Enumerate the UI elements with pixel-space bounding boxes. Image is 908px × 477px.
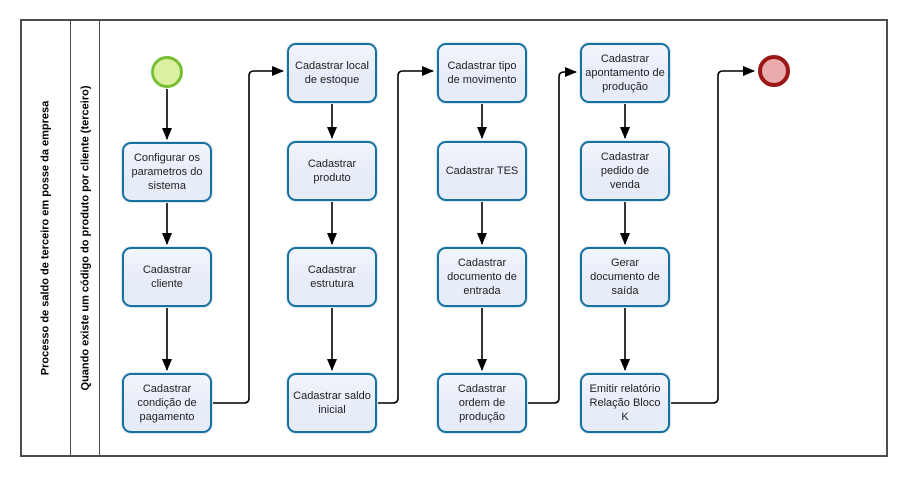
task-cadastrar-estrutura[interactable]: Cadastrar estrutura xyxy=(287,247,377,307)
task-cadastrar-documento-entrada[interactable]: Cadastrar documento de entrada xyxy=(437,247,527,307)
task-cadastrar-saldo-inicial[interactable]: Cadastrar saldo inicial xyxy=(287,373,377,433)
task-cadastrar-tipo-movimento[interactable]: Cadastrar tipo de movimento xyxy=(437,43,527,103)
pool-header: Processo de saldo de terceiro em posse d… xyxy=(20,19,71,457)
task-cadastrar-pedido-venda[interactable]: Cadastrar pedido de venda xyxy=(580,141,670,201)
task-label: Cadastrar saldo inicial xyxy=(293,390,371,416)
task-label: Cadastrar estrutura xyxy=(307,264,357,290)
lane-header: Quando existe um código do produto por c… xyxy=(71,19,100,457)
start-event[interactable] xyxy=(151,56,183,88)
lane-label: Quando existe um código do produto por c… xyxy=(79,85,91,391)
task-label: Cadastrar apontamento de produção xyxy=(585,53,665,93)
task-cadastrar-cliente[interactable]: Cadastrar cliente xyxy=(122,247,212,307)
task-label: Gerar documento de saída xyxy=(590,257,660,297)
task-label: Cadastrar cliente xyxy=(142,264,192,290)
task-label: Cadastrar TES xyxy=(445,165,519,177)
task-label: Cadastrar ordem de produção xyxy=(457,383,507,423)
task-label: Emitir relatório Relação Bloco K xyxy=(589,383,661,423)
task-cadastrar-apontamento-producao[interactable]: Cadastrar apontamento de produção xyxy=(580,43,670,103)
task-label: Cadastrar documento de entrada xyxy=(447,257,517,297)
task-label: Cadastrar tipo de movimento xyxy=(447,60,517,86)
task-label: Cadastrar produto xyxy=(307,158,357,184)
task-configurar-parametros[interactable]: Configurar os parametros do sistema xyxy=(122,142,212,202)
task-label: Cadastrar local de estoque xyxy=(295,60,369,86)
task-emitir-relatorio-bloco-k[interactable]: Emitir relatório Relação Bloco K xyxy=(580,373,670,433)
task-label: Configurar os parametros do sistema xyxy=(131,152,203,192)
task-label: Cadastrar pedido de venda xyxy=(600,151,650,191)
task-label: Cadastrar condição de pagamento xyxy=(137,383,197,423)
pool-label: Processo de saldo de terceiro em posse d… xyxy=(39,100,52,376)
end-event[interactable] xyxy=(758,55,790,87)
task-cadastrar-produto[interactable]: Cadastrar produto xyxy=(287,141,377,201)
task-cadastrar-condicao-pagamento[interactable]: Cadastrar condição de pagamento xyxy=(122,373,212,433)
task-gerar-documento-saida[interactable]: Gerar documento de saída xyxy=(580,247,670,307)
task-cadastrar-tes[interactable]: Cadastrar TES xyxy=(437,141,527,201)
task-cadastrar-ordem-producao[interactable]: Cadastrar ordem de produção xyxy=(437,373,527,433)
task-cadastrar-local-estoque[interactable]: Cadastrar local de estoque xyxy=(287,43,377,103)
